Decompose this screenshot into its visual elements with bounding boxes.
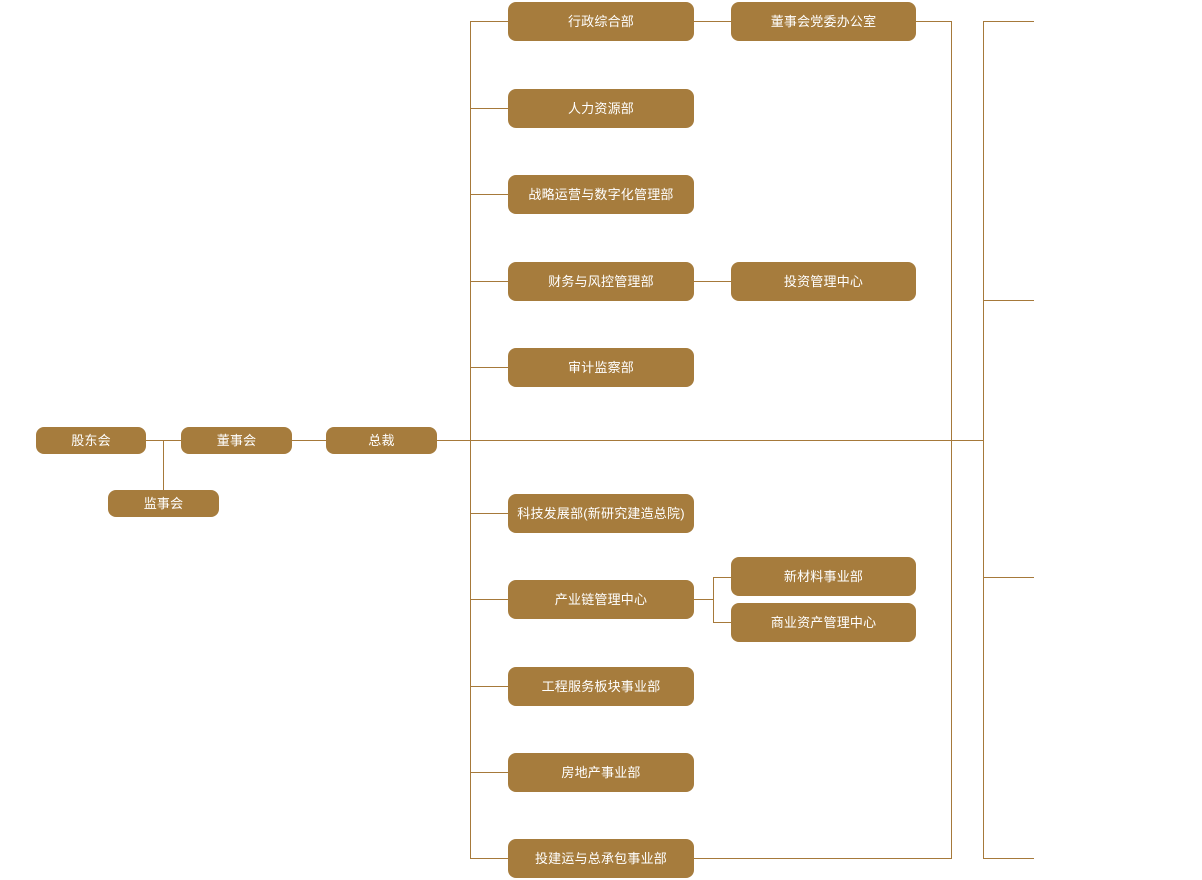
node-president[interactable]: 总裁 — [326, 427, 437, 454]
edge-trunk-to-real-estate — [470, 772, 508, 773]
node-board-of-supervisors[interactable]: 监事会 — [108, 490, 219, 517]
node-dept-administration-label: 行政综合部 — [567, 13, 634, 29]
node-board-party-office[interactable]: 董事会党委办公室 — [731, 2, 916, 41]
edge-trunk-to-industrial-chain — [470, 599, 508, 600]
node-dept-strategy-digital[interactable]: 战略运营与数字化管理部 — [508, 175, 694, 214]
node-commercial-assets-center[interactable]: 商业资产管理中心 — [731, 603, 916, 642]
edge-outer-rail-stub-upper-mid — [983, 300, 1034, 301]
node-dept-finance-risk-label: 财务与风控管理部 — [548, 273, 654, 289]
node-commercial-assets-center-label: 商业资产管理中心 — [770, 614, 877, 630]
node-dept-investment-construction-epc-label: 投建运与总承包事业部 — [534, 850, 667, 866]
node-dept-real-estate[interactable]: 房地产事业部 — [508, 753, 694, 792]
edge-president-to-trunk — [437, 440, 983, 441]
node-board-of-supervisors-label: 监事会 — [143, 495, 184, 511]
node-dept-finance-risk[interactable]: 财务与风控管理部 — [508, 262, 694, 301]
edge-trunk-to-finance-risk — [470, 281, 508, 282]
edge-board-to-president — [292, 440, 326, 441]
node-dept-audit-supervision[interactable]: 审计监察部 — [508, 348, 694, 387]
node-investment-center-label: 投资管理中心 — [783, 273, 864, 289]
node-dept-human-resources[interactable]: 人力资源部 — [508, 89, 694, 128]
edge-trunk-to-human-resources — [470, 108, 508, 109]
node-dept-technology-development-label: 科技发展部(新研究建造总院) — [517, 505, 685, 521]
node-dept-technology-development[interactable]: 科技发展部(新研究建造总院) — [508, 494, 694, 533]
node-investment-center[interactable]: 投资管理中心 — [731, 262, 916, 301]
edge-outer-rail-stub-lower-mid — [983, 577, 1034, 578]
node-dept-engineering-services[interactable]: 工程服务板块事业部 — [508, 667, 694, 706]
node-dept-strategy-digital-label: 战略运营与数字化管理部 — [528, 186, 674, 202]
edge-trunk-to-investment-construction-epc — [470, 858, 508, 859]
edge-trunk-to-strategy-digital — [470, 194, 508, 195]
edge-board-party-office-to-inner-rail — [916, 21, 951, 22]
edge-inner-rail — [951, 21, 952, 859]
edge-outer-rail — [983, 21, 984, 859]
node-dept-audit-supervision-label: 审计监察部 — [567, 359, 634, 375]
edge-fork-to-commercial-assets — [713, 622, 731, 623]
edge-fork-to-new-materials — [713, 577, 731, 578]
edge-administration-to-board-party-office — [694, 21, 731, 22]
edge-industrial-chain-stem — [694, 599, 713, 600]
node-dept-investment-construction-epc[interactable]: 投建运与总承包事业部 — [508, 839, 694, 878]
node-dept-industrial-chain-label: 产业链管理中心 — [554, 591, 648, 607]
node-board-of-directors-label: 董事会 — [216, 432, 257, 448]
node-board-of-directors[interactable]: 董事会 — [181, 427, 292, 454]
node-new-materials-division[interactable]: 新材料事业部 — [731, 557, 916, 596]
node-dept-engineering-services-label: 工程服务板块事业部 — [541, 678, 661, 694]
node-president-label: 总裁 — [368, 432, 395, 448]
edge-trunk-to-administration — [470, 21, 508, 22]
node-shareholders[interactable]: 股东会 — [36, 427, 146, 454]
edge-supervisors-drop — [163, 440, 164, 490]
edge-trunk-to-audit-supervision — [470, 367, 508, 368]
node-dept-real-estate-label: 房地产事业部 — [561, 764, 641, 780]
edge-industrial-chain-fork — [713, 577, 714, 623]
edge-main-trunk — [470, 21, 471, 859]
edge-trunk-to-engineering-services — [470, 686, 508, 687]
edge-outer-rail-stub-bottom — [983, 858, 1034, 859]
edge-epc-to-inner-rail — [694, 858, 951, 859]
node-shareholders-label: 股东会 — [71, 432, 111, 448]
edge-outer-rail-stub-top — [983, 21, 1034, 22]
node-new-materials-division-label: 新材料事业部 — [783, 568, 864, 584]
node-dept-industrial-chain[interactable]: 产业链管理中心 — [508, 580, 694, 619]
node-dept-administration[interactable]: 行政综合部 — [508, 2, 694, 41]
edge-finance-to-investment-center — [694, 281, 731, 282]
node-board-party-office-label: 董事会党委办公室 — [770, 13, 877, 29]
edge-trunk-to-technology-development — [470, 513, 508, 514]
node-dept-human-resources-label: 人力资源部 — [567, 100, 634, 116]
